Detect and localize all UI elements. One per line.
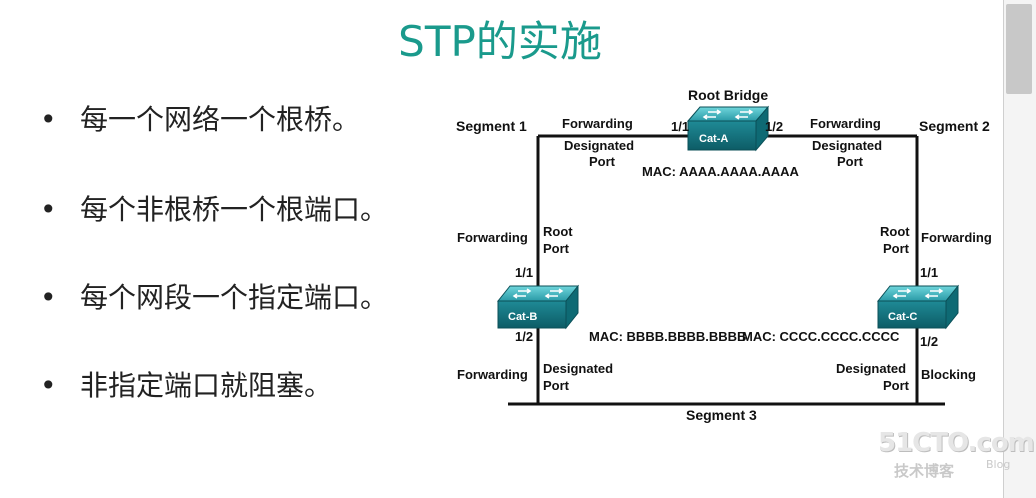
bullet-text: 非指定端口就阻塞。: [80, 369, 333, 402]
watermark-subtitle: 技术博客: [894, 462, 955, 480]
bullet-text: 每个非根桥一个根端口。: [80, 193, 389, 226]
b-top-role-2: Port: [543, 241, 570, 256]
slide-title: STP的实施: [398, 17, 602, 66]
segment2-label: Segment 2: [919, 118, 990, 134]
switch-cat-c: Cat-C: [876, 284, 960, 330]
a-port-right: 1/2: [765, 119, 783, 134]
switch-cat-b: Cat-B: [496, 284, 580, 330]
a-left-role-1: Designated: [564, 138, 634, 153]
c-port-bottom: 1/2: [920, 334, 938, 349]
bullet-dot: •: [40, 369, 57, 402]
bullet-item: • 每个非根桥一个根端口。: [40, 188, 388, 228]
switch-name-a: Cat-A: [699, 133, 728, 145]
bullet-text: 每一个网络一个根桥。: [80, 103, 361, 136]
b-top-role-1: Root: [543, 224, 573, 239]
bullet-dot: •: [40, 103, 57, 136]
a-port-left: 1/1: [671, 119, 689, 134]
c-bottom-state: Blocking: [921, 367, 976, 382]
c-top-state: Forwarding: [921, 230, 992, 245]
root-bridge-label: Root Bridge: [688, 87, 768, 103]
a-right-role-2: Port: [837, 154, 864, 169]
bullet-dot: •: [40, 281, 57, 314]
segment1-label: Segment 1: [456, 118, 527, 134]
b-top-state: Forwarding: [457, 230, 528, 245]
a-right-state: Forwarding: [810, 116, 881, 131]
bullet-item: • 每一个网络一个根桥。: [40, 98, 360, 138]
c-bottom-role-2: Port: [883, 378, 910, 393]
mac-c: MAC: CCCC.CCCC.CCCC: [742, 329, 900, 344]
c-top-role-1: Root: [880, 224, 910, 239]
b-bottom-role-2: Port: [543, 378, 570, 393]
mac-a: MAC: AAAA.AAAA.AAAA: [642, 164, 800, 179]
watermark: 51CTO.com 技术博客 Blog: [864, 428, 1035, 488]
segment3-label: Segment 3: [686, 407, 757, 423]
bullet-item: • 非指定端口就阻塞。: [40, 364, 332, 404]
watermark-blog: Blog: [986, 458, 1011, 471]
b-port-top: 1/1: [515, 265, 533, 280]
bullet-item: • 每个网段一个指定端口。: [40, 276, 388, 316]
c-port-top: 1/1: [920, 265, 938, 280]
bullet-text: 每个网段一个指定端口。: [80, 281, 389, 314]
b-port-bottom: 1/2: [515, 329, 533, 344]
bullet-dot: •: [40, 193, 57, 226]
c-bottom-role-1: Designated: [836, 361, 906, 376]
mac-b: MAC: BBBB.BBBB.BBBB: [589, 329, 746, 344]
scrollbar-thumb[interactable]: [1006, 4, 1032, 94]
switch-name-c: Cat-C: [888, 311, 917, 323]
c-top-role-2: Port: [883, 241, 910, 256]
a-left-role-2: Port: [589, 154, 616, 169]
vertical-scrollbar[interactable]: [1003, 0, 1036, 498]
a-right-role-1: Designated: [812, 138, 882, 153]
b-bottom-state: Forwarding: [457, 367, 528, 382]
switch-name-b: Cat-B: [508, 311, 537, 323]
watermark-logo-text: 51CTO.com: [878, 428, 1035, 458]
a-left-state: Forwarding: [562, 116, 633, 131]
b-bottom-role-1: Designated: [543, 361, 613, 376]
switch-cat-a: Cat-A: [686, 105, 770, 152]
